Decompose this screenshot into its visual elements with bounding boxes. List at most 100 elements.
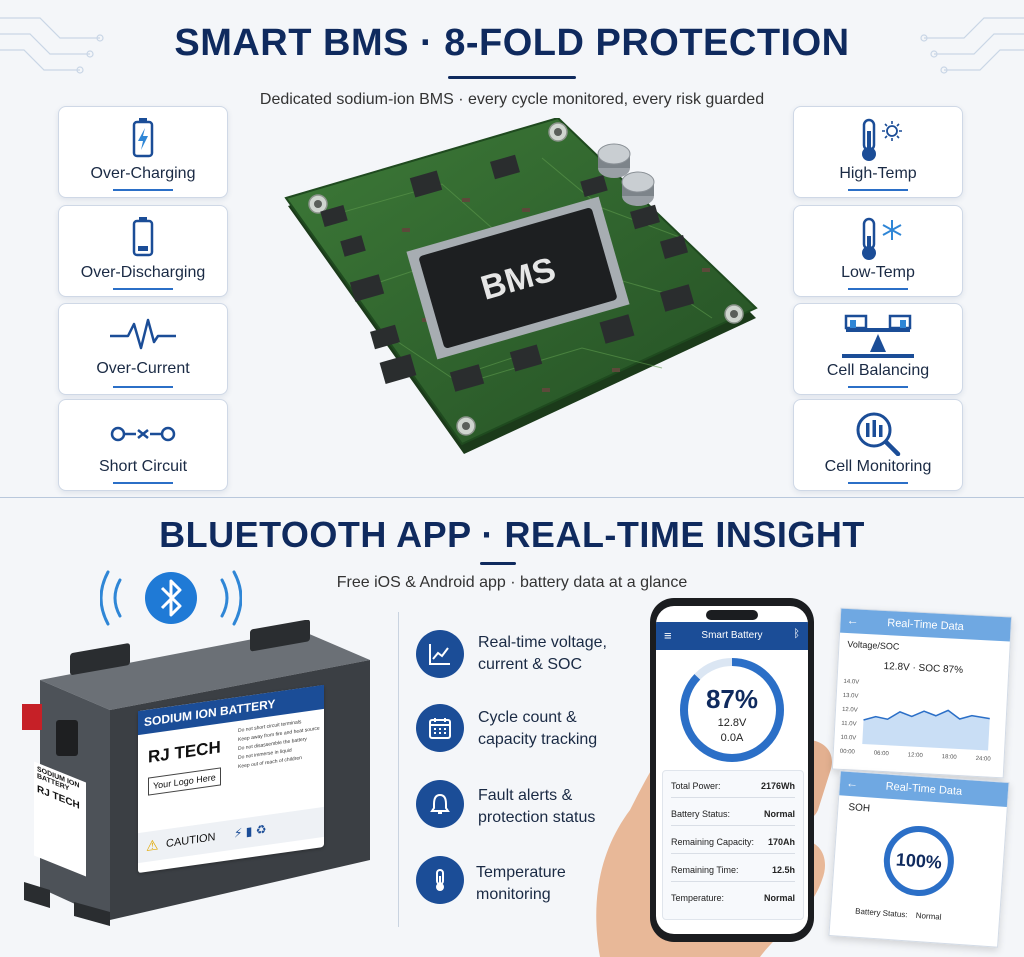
- magnifier-chart-icon: [856, 412, 901, 456]
- battery-main-label: SODIUM ION BATTERY RJ TECH Your Logo Her…: [138, 684, 324, 874]
- section1-title-underline: [448, 76, 576, 79]
- circuit-decoration-left: [0, 17, 104, 74]
- screen2-status: Battery Status: Normal: [855, 907, 942, 922]
- circuit-decoration-right: [920, 17, 1024, 74]
- stat-label: Temperature:: [671, 893, 725, 903]
- current-value: 0.0A: [720, 732, 744, 744]
- card-accent: [113, 386, 173, 388]
- stat-row: Total Power: 2176Wh: [671, 781, 795, 791]
- waveform-icon: [110, 318, 176, 350]
- card-accent: [113, 482, 173, 484]
- stat-separator: [671, 797, 795, 798]
- screen2-title: Real-Time Data: [885, 780, 963, 798]
- section1-subtitle: Dedicated sodium-ion BMS · every cycle m…: [259, 91, 765, 108]
- x-tick: 06:00: [874, 751, 890, 758]
- section2-title: BLUETOOTH APP · REAL-TIME INSIGHT: [159, 514, 865, 555]
- bluetooth-status-icon: ᛒ: [793, 628, 800, 640]
- card-accent: [113, 288, 173, 290]
- stat-value: Normal: [763, 809, 795, 819]
- battery-logo-placeholder: Your Logo Here: [148, 767, 221, 796]
- section1-title: SMART BMS · 8-FOLD PROTECTION: [174, 22, 850, 64]
- phone-stats-card: Total Power: 2176Wh Battery Status: Normal…: [662, 770, 804, 920]
- battery-caution-text: CAUTION: [166, 831, 216, 851]
- thermometer-snow-icon: [862, 217, 902, 260]
- stat-row: Temperature: Normal: [671, 893, 795, 903]
- card-label: Over-Charging: [90, 165, 196, 182]
- battery-warnings: Do not short circuit terminals Keep away…: [238, 715, 320, 772]
- stat-separator: [671, 881, 795, 882]
- trend-area: [862, 710, 990, 751]
- stat-row: Remaining Time:12.5h: [671, 865, 795, 875]
- status-label: Battery Status:: [854, 906, 908, 920]
- stat-value: 2176Wh: [760, 781, 795, 791]
- short-circuit-icon: [110, 426, 176, 442]
- feature-text: Real-time voltage, current & SOC: [478, 634, 607, 673]
- feature-text: Fault alerts & protection status: [478, 787, 596, 826]
- thermometer-icon: [436, 869, 444, 891]
- stat-value: Normal: [763, 893, 795, 903]
- feature-icon-bg: [416, 780, 464, 828]
- stat-label: Battery Status:: [671, 809, 731, 819]
- card-label: Cell Monitoring: [824, 458, 932, 475]
- battery-brand: RJ TECH: [148, 737, 221, 767]
- card-accent: [848, 189, 908, 191]
- voltage-trend-chart: 14.0V 13.0V 12.0V 11.0V 10.0V 00:00 06:0…: [840, 679, 992, 763]
- battery-low-icon: [132, 217, 154, 257]
- card-label: Over-Discharging: [80, 264, 206, 281]
- phone-app-header: ≡ Smart Battery ᛒ: [656, 622, 808, 650]
- card-high-temp: High-Temp: [793, 106, 963, 198]
- feature-text: Cycle count & capacity tracking: [478, 709, 598, 748]
- stat-row: Battery Status: Normal: [671, 809, 795, 819]
- battery-pack: SODIUM ION BATTERY RJ TECH Your Logo Her…: [10, 620, 390, 930]
- card-over-discharging: Over-Discharging: [58, 205, 228, 297]
- card-label: Cell Balancing: [826, 362, 930, 379]
- calendar-icon: [429, 718, 451, 739]
- card-low-temp: Low-Temp: [793, 205, 963, 297]
- app-screen-voltage: ← Real-Time Data Voltage/SOC 12.8V · SOC…: [831, 607, 1013, 779]
- stat-value: 170Ah: [767, 837, 795, 847]
- phone-notch: [706, 610, 758, 620]
- stat-row: Remaining Capacity: 170Ah: [671, 837, 795, 847]
- card-over-current: Over-Current: [58, 303, 228, 395]
- card-accent: [848, 386, 908, 388]
- thermometer-sun-icon: [862, 118, 902, 161]
- x-tick: 24:00: [975, 756, 991, 763]
- phone-screen: ≡ Smart Battery ᛒ 87% 12.8V 0.0A Total P…: [656, 606, 808, 934]
- feature-icon-bg: [416, 856, 464, 904]
- stat-label: Total Power:: [671, 781, 721, 791]
- card-accent: [848, 288, 908, 290]
- balance-icon: [842, 314, 914, 358]
- soh-ring-fill: [883, 825, 954, 896]
- card-accent: [848, 482, 908, 484]
- feature-icon-bg: [416, 630, 464, 678]
- card-label: Over-Current: [96, 360, 190, 377]
- screen2-label: SOH: [848, 801, 871, 815]
- trend-line: [863, 709, 990, 721]
- y-tick: 13.0V: [843, 693, 859, 700]
- stat-separator: [671, 825, 795, 826]
- smartphone: ≡ Smart Battery ᛒ 87% 12.8V 0.0A Total P…: [650, 598, 814, 942]
- app-screen-soh: ← Real-Time Data SOH 100% Battery Status…: [828, 770, 1010, 948]
- y-tick: 10.0V: [840, 735, 856, 742]
- card-over-charging: Over-Charging: [58, 106, 228, 198]
- warning-triangle-icon: ⚠: [146, 836, 159, 854]
- y-tick: 14.0V: [843, 679, 859, 686]
- x-tick: 00:00: [840, 749, 856, 756]
- bms-circuit-board: BMS: [284, 118, 758, 454]
- soc-value: 87%: [705, 684, 759, 714]
- card-label: Short Circuit: [98, 458, 188, 475]
- screen1-chart-label: Voltage/SOC: [847, 639, 900, 652]
- section2-subtitle: Free iOS & Android app · battery data at…: [336, 574, 688, 591]
- card-short-circuit: Short Circuit: [58, 399, 228, 491]
- card-label: High-Temp: [839, 165, 917, 182]
- soc-ring: [680, 658, 784, 762]
- soc-ring-fill: [680, 658, 784, 762]
- menu-icon[interactable]: ≡: [664, 628, 672, 643]
- soh-ring: [883, 825, 954, 896]
- card-label: Low-Temp: [841, 264, 915, 281]
- feature-text: Temperature monitoring: [476, 864, 566, 903]
- stat-label: Remaining Capacity:: [671, 837, 755, 847]
- status-value: Normal: [915, 910, 942, 922]
- bluetooth-signal-icon: [100, 570, 242, 626]
- battery-charging-icon: [132, 118, 154, 158]
